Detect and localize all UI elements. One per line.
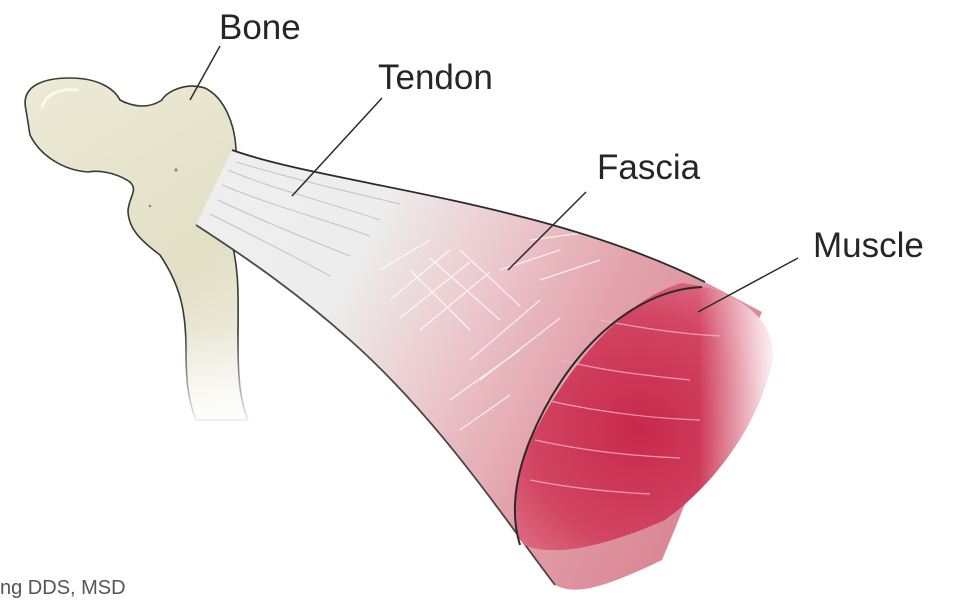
muscle-label: Muscle [813,228,924,263]
tendon-label: Tendon [378,60,493,95]
bone [25,78,260,430]
image-credit: ng DDS, MSD [0,578,126,598]
bone-label: Bone [219,10,301,45]
bone-fade [150,330,260,430]
fascia-label: Fascia [597,150,700,185]
muscle-leader-line [698,258,798,312]
